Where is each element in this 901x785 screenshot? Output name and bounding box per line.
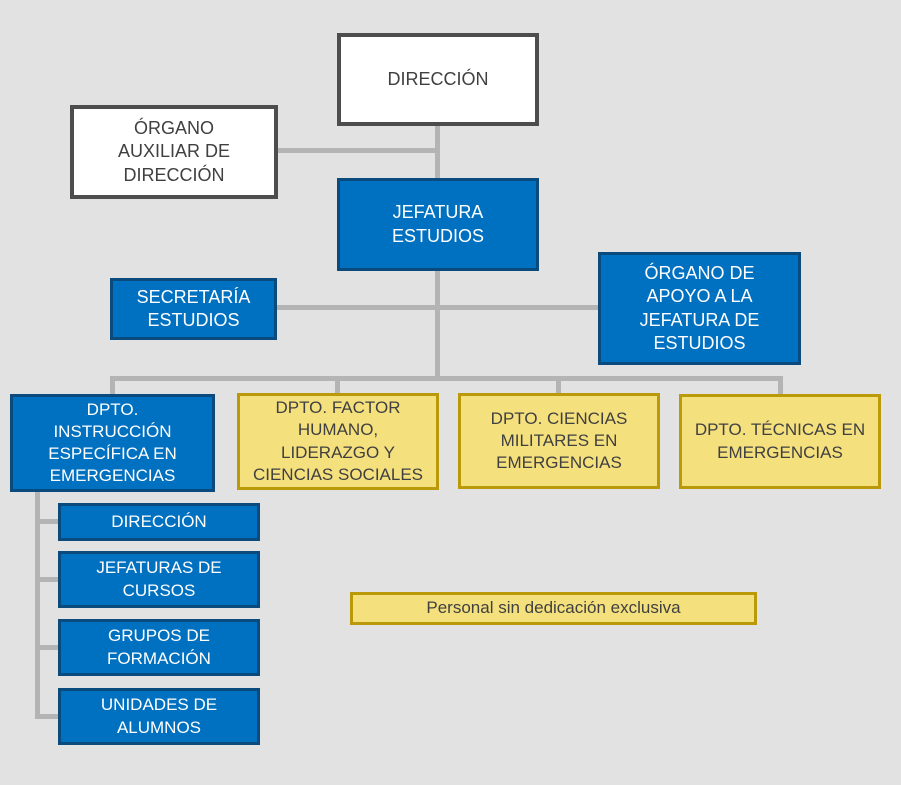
legend-personal-sin-dedicacion-exclusiva: Personal sin dedicación exclusiva [350, 592, 757, 625]
connector-stub-grupos-formacion [35, 645, 61, 650]
node-organo-de-apoyo-jefatura-estudios: ÓRGANO DE APOYO A LA JEFATURA DE ESTUDIO… [598, 252, 801, 365]
connector-stub-dpto-tecnicas [778, 376, 783, 396]
node-jefaturas-de-cursos: JEFATURAS DE CURSOS [58, 551, 260, 608]
node-dpto-instruccion-especifica-emergencias: DPTO. INSTRUCCIÓN ESPECÍFICA EN EMERGENC… [10, 394, 215, 492]
connector-instruccion-vertical [35, 488, 40, 719]
node-secretaria-estudios: SECRETARÍA ESTUDIOS [110, 278, 277, 340]
connector-stub-dpto-factor [335, 376, 340, 395]
node-jefatura-estudios: JEFATURA ESTUDIOS [337, 178, 539, 271]
node-grupos-de-formacion: GRUPOS DE FORMACIÓN [58, 619, 260, 676]
node-unidades-de-alumnos: UNIDADES DE ALUMNOS [58, 688, 260, 745]
node-organo-auxiliar-de-direccion: ÓRGANO AUXILIAR DE DIRECCIÓN [70, 105, 278, 199]
connector-stub-jefaturas-cursos [35, 577, 61, 582]
connector-stub-unidades-alumnos [35, 714, 61, 719]
node-sub-direccion: DIRECCIÓN [58, 503, 260, 541]
connector-secretaria-organo-apoyo [274, 305, 602, 310]
connector-stub-dpto-ciencias [556, 376, 561, 395]
node-dpto-tecnicas-emergencias: DPTO. TÉCNICAS EN EMERGENCIAS [679, 394, 881, 489]
node-dpto-factor-humano-liderazgo-ciencias-sociales: DPTO. FACTOR HUMANO, LIDERAZGO Y CIENCIA… [237, 393, 439, 490]
node-direccion: DIRECCIÓN [337, 33, 539, 126]
connector-stub-sub-direccion [35, 519, 61, 524]
connector-departments-horizontal [110, 376, 783, 381]
connector-organo-auxiliar [274, 148, 439, 153]
connector-jefatura-down [435, 267, 440, 381]
node-dpto-ciencias-militares-emergencias: DPTO. CIENCIAS MILITARES EN EMERGENCIAS [458, 393, 660, 489]
connector-stub-dpto-instruccion [110, 376, 115, 396]
